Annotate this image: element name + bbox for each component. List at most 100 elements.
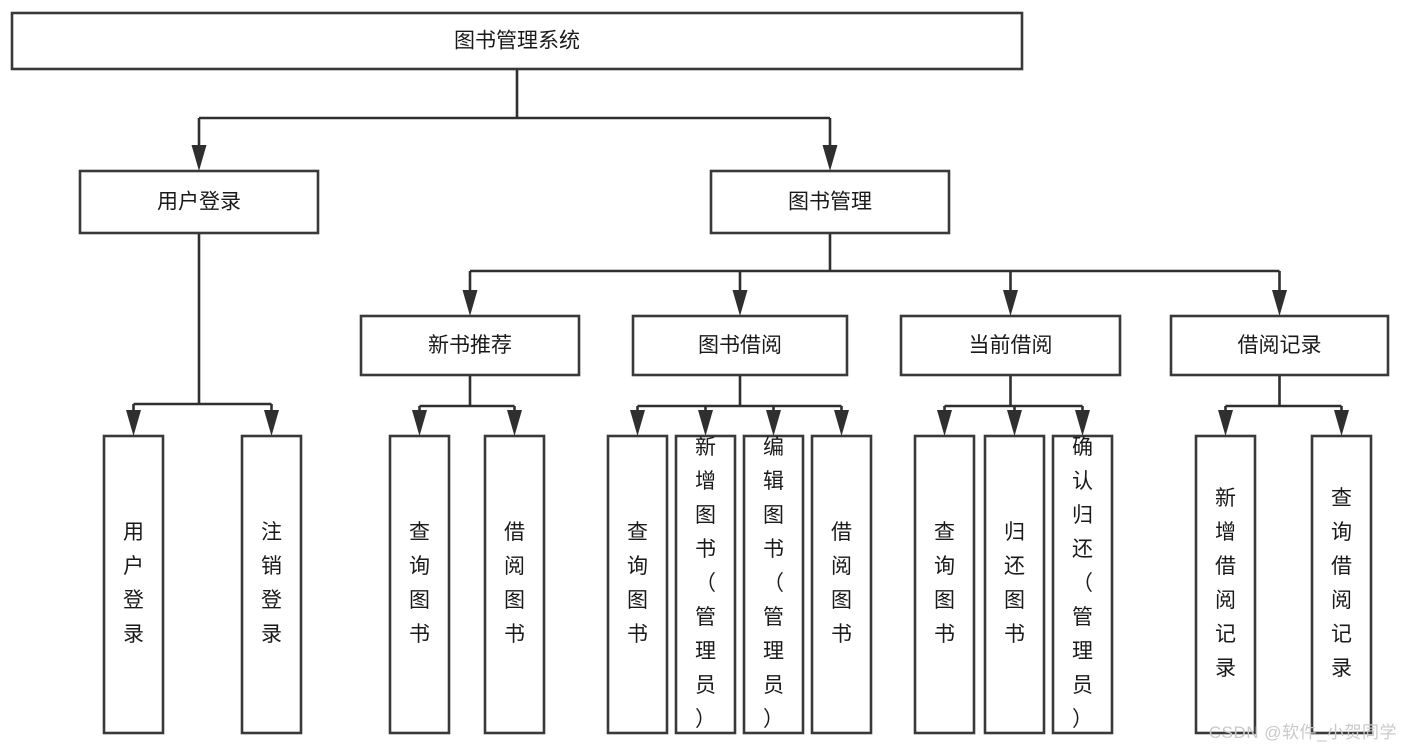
node-label-char: ） — [695, 708, 716, 731]
node-label-char: 理 — [695, 640, 716, 663]
node-label-char: 归 — [1004, 521, 1025, 544]
node-label-char: （ — [695, 572, 716, 595]
node-label-char: 确 — [1072, 436, 1093, 459]
node-label-char: 理 — [763, 640, 784, 663]
node-label-char: 归 — [1072, 504, 1093, 527]
node-box[interactable] — [78, 169, 320, 235]
arrow-head-icon — [126, 410, 141, 436]
node-label-char: 查 — [627, 521, 648, 544]
node-label-char: （ — [763, 572, 784, 595]
node-box[interactable] — [709, 169, 951, 235]
connector-group-new_book_rec — [412, 375, 522, 436]
node-box[interactable] — [388, 434, 451, 735]
node-label-char: 借 — [831, 521, 852, 544]
node-box[interactable] — [10, 11, 1024, 71]
arrow-head-icon — [937, 410, 952, 436]
node-label: 借阅记录 — [1238, 334, 1322, 357]
node-label-char: 增 — [1215, 521, 1236, 544]
node-label-char: 阅 — [504, 555, 525, 578]
node-label: 新书推荐 — [428, 334, 512, 357]
node-label-char: 借 — [1215, 555, 1236, 578]
connector-group-current_borrow — [937, 375, 1090, 436]
arrow-head-icon — [412, 410, 427, 436]
node-label-char: 阅 — [831, 555, 852, 578]
node-new-book-rec[interactable]: 新书推荐 — [359, 314, 581, 377]
arrow-head-icon — [191, 145, 207, 171]
node-box[interactable] — [606, 434, 669, 735]
node-box[interactable] — [983, 434, 1046, 735]
node-label-char: 员 — [695, 674, 716, 697]
node-borrow-record[interactable]: 借阅记录 — [1169, 314, 1390, 377]
node-box[interactable] — [631, 314, 849, 377]
node-box[interactable] — [674, 434, 737, 735]
node-label-char: 登 — [123, 589, 144, 612]
node-label: 图书管理系统 — [454, 30, 580, 53]
node-label-char: 管 — [695, 606, 716, 629]
node-label-char: 录 — [1331, 657, 1352, 680]
arrow-head-icon — [1003, 290, 1018, 316]
arrow-head-icon — [1272, 290, 1287, 316]
node-label-char: 书 — [831, 623, 852, 646]
arrow-head-icon — [1334, 410, 1349, 436]
node-label-char: 阅 — [1215, 589, 1236, 612]
node-box[interactable] — [359, 314, 581, 377]
node-box[interactable] — [1169, 314, 1390, 377]
arrow-head-icon — [1007, 410, 1022, 436]
arrow-head-icon — [1218, 410, 1233, 436]
node-box[interactable] — [1051, 434, 1114, 735]
arrow-head-icon — [630, 410, 645, 436]
node-box[interactable] — [102, 434, 165, 735]
connector-group-book_borrow — [630, 375, 849, 436]
node-box[interactable] — [899, 314, 1122, 377]
node-root[interactable]: 图书管理系统 — [10, 11, 1024, 71]
node-label-char: 记 — [1331, 623, 1352, 646]
node-book-borrow[interactable]: 图书借阅 — [631, 314, 849, 377]
node-label-char: 书 — [504, 623, 525, 646]
node-box[interactable] — [240, 434, 303, 735]
node-label-char: 认 — [1072, 470, 1093, 493]
node-label-char: 图 — [763, 504, 784, 527]
arrow-head-icon — [507, 410, 522, 436]
node-label-char: 图 — [627, 589, 648, 612]
arrow-head-icon — [834, 410, 849, 436]
node-label-char: 询 — [934, 555, 955, 578]
node-label-char: 记 — [1215, 623, 1236, 646]
node-label-char: 借 — [1331, 555, 1352, 578]
node-label-char: 图 — [934, 589, 955, 612]
node-box[interactable] — [810, 434, 873, 735]
node-box[interactable] — [913, 434, 976, 735]
node-label-char: 还 — [1004, 555, 1025, 578]
node-box[interactable] — [1194, 434, 1257, 735]
node-label-char: 查 — [1331, 487, 1352, 510]
node-label-char: 图 — [695, 504, 716, 527]
node-label-char: 查 — [409, 521, 430, 544]
node-label: 图书借阅 — [698, 334, 782, 357]
node-user-login[interactable]: 用户登录 — [78, 169, 320, 235]
node-leaf-user-login[interactable]: 用户登录 — [102, 434, 165, 735]
node-book-manage[interactable]: 图书管理 — [709, 169, 951, 235]
node-label-char: 管 — [1072, 606, 1093, 629]
node-box[interactable] — [1310, 434, 1373, 735]
node-label-char: 管 — [763, 606, 784, 629]
node-label-char: 借 — [504, 521, 525, 544]
arrow-head-icon — [264, 410, 279, 436]
node-label-char: 增 — [695, 470, 716, 493]
node-label-char: 户 — [123, 555, 144, 578]
arrow-head-icon — [732, 290, 748, 316]
node-box[interactable] — [483, 434, 546, 735]
node-current-borrow[interactable]: 当前借阅 — [899, 314, 1122, 377]
node-box[interactable] — [742, 434, 805, 735]
